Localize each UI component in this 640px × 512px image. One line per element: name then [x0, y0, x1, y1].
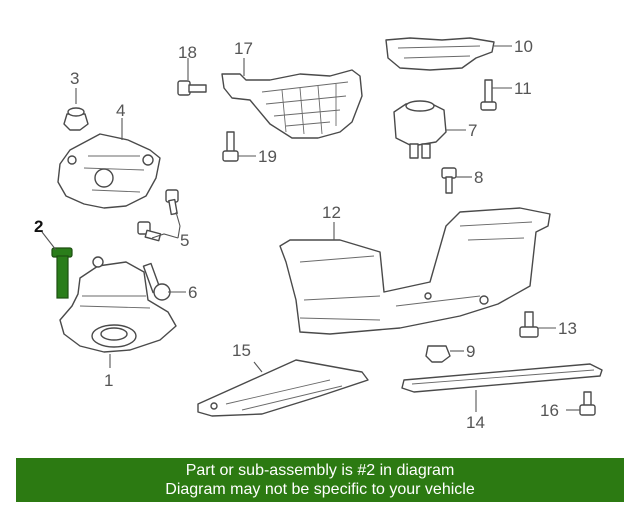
part-12-crossmember [279, 207, 551, 335]
banner-line-part: Part or sub-assembly is #2 in diagram [185, 462, 455, 479]
part-8-bolt [441, 167, 457, 194]
part-7-trans-mount [393, 100, 447, 159]
part-6-stud [142, 262, 171, 301]
callout-7: 7 [468, 121, 477, 140]
info-banner: Part or sub-assembly is #2 in diagram Di… [16, 458, 624, 502]
part-9-nut [425, 345, 451, 363]
parts-diagram: 3 4 2 1 5 6 18 17 19 10 11 7 8 12 13 9 1… [34, 37, 603, 432]
part-14-strip [401, 363, 603, 393]
part-15-plate [197, 359, 369, 417]
part-19-bolt [222, 131, 239, 162]
callout-1: 1 [104, 371, 113, 390]
part-2-bolt-highlighted [51, 247, 73, 299]
part-18-bolt [177, 80, 207, 96]
callout-17: 17 [234, 39, 253, 58]
part-11-bolt [480, 79, 497, 111]
part-3-nut [63, 107, 89, 131]
banner-line-disclaimer: Diagram may not be specific to your vehi… [165, 481, 475, 498]
callout-2: 2 [34, 217, 43, 236]
callout-3: 3 [70, 69, 79, 88]
callout-13: 13 [558, 319, 577, 338]
callout-6: 6 [188, 283, 197, 302]
part-10-shield [385, 37, 495, 71]
callout-10: 10 [514, 37, 533, 56]
callout-12: 12 [322, 203, 341, 222]
leader-lines [41, 45, 580, 412]
callout-14: 14 [466, 413, 485, 432]
part-1-engine-mount [59, 256, 177, 353]
callout-15: 15 [232, 341, 251, 360]
callout-11: 11 [514, 79, 532, 98]
part-4-mount-bracket [57, 133, 161, 209]
callout-4: 4 [116, 101, 125, 120]
callout-5: 5 [180, 231, 189, 250]
part-17-bracket [221, 69, 363, 139]
part-16-bolt [579, 391, 596, 416]
callout-8: 8 [474, 168, 483, 187]
part-5-bolts [137, 189, 179, 242]
callout-16: 16 [540, 401, 559, 420]
callout-9: 9 [466, 342, 475, 361]
callout-18: 18 [178, 43, 197, 62]
part-13-bolt [519, 311, 539, 338]
callout-19: 19 [258, 147, 277, 166]
